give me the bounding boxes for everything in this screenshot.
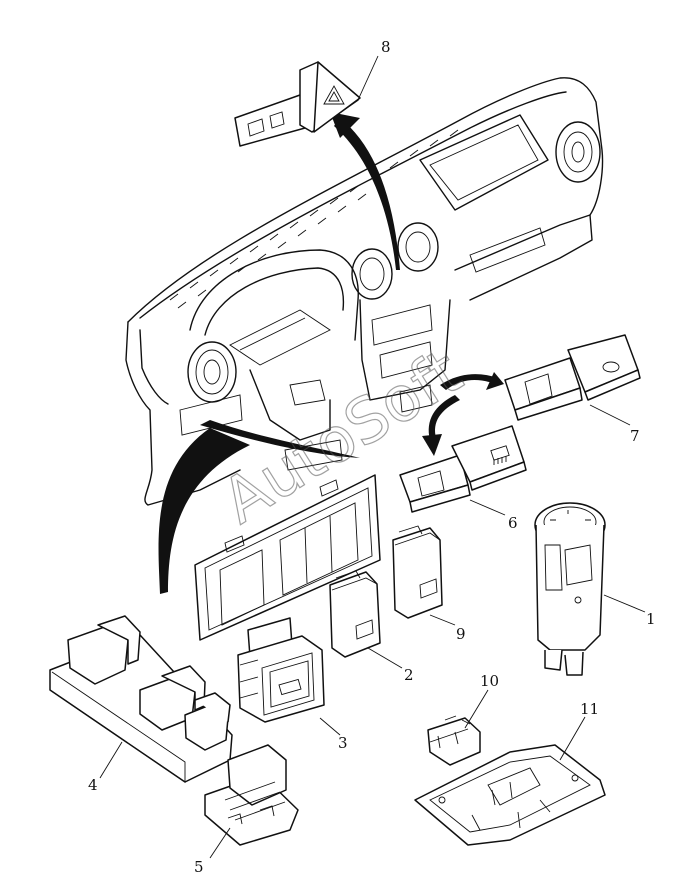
switch-part-7	[504, 334, 641, 421]
window-switch-panel-part-4	[49, 615, 233, 783]
leader-7	[589, 404, 631, 426]
switch-part-2	[329, 570, 381, 658]
callout-4: 4	[88, 776, 98, 794]
window-switch-part-5	[204, 744, 299, 846]
leader-3	[319, 717, 341, 736]
callout-11: 11	[580, 700, 599, 718]
callout-numbers: 8 7 6 1 9 2 3 4 5 10 11	[88, 38, 656, 876]
switch-bezel-panel	[194, 474, 381, 641]
mirror-control-switch-part-3	[237, 617, 325, 723]
leader-2	[367, 647, 403, 669]
callout-5: 5	[194, 858, 204, 876]
rear-defrost-switch-part-6	[399, 425, 527, 513]
leader-11	[559, 716, 586, 761]
leader-6	[469, 499, 506, 516]
callout-9: 9	[456, 625, 466, 643]
callout-7: 7	[630, 427, 640, 445]
leader-8	[357, 55, 379, 101]
callout-1: 1	[646, 610, 656, 628]
dashboard-panel	[125, 77, 604, 506]
leader-1	[603, 594, 646, 613]
switch-part-9	[392, 525, 443, 619]
headlight-switch-part-1	[534, 502, 606, 676]
callout-2: 2	[404, 666, 414, 684]
hazard-switch-part-8	[234, 61, 361, 147]
leader-4	[99, 741, 123, 779]
callout-8: 8	[381, 38, 391, 56]
callout-leaders	[99, 55, 646, 859]
callout-10: 10	[480, 672, 499, 690]
switch-part-10	[427, 715, 481, 766]
overhead-console-part-11	[414, 744, 606, 846]
pointer-arrows	[158, 112, 504, 594]
leader-10	[464, 689, 489, 729]
callout-6: 6	[508, 514, 518, 532]
leader-5	[209, 827, 231, 859]
leader-9	[429, 614, 456, 626]
callout-3: 3	[338, 734, 348, 752]
